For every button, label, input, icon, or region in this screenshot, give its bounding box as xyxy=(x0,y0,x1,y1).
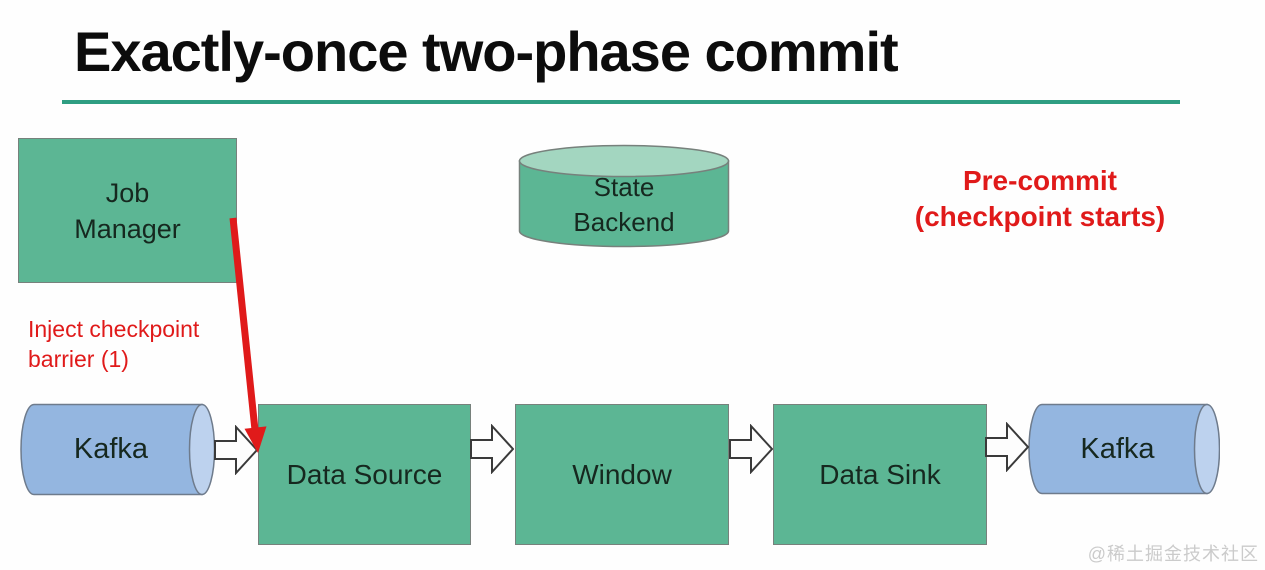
title-underline xyxy=(62,100,1180,104)
node-window: Window xyxy=(515,404,729,545)
job-manager-label-line2: Manager xyxy=(74,213,181,244)
data-source-label: Data Source xyxy=(286,458,443,490)
kafka-source-label: Kafka xyxy=(73,433,149,465)
page-title: Exactly-once two-phase commit xyxy=(74,20,899,83)
flow-arrow-source-to-window-icon xyxy=(470,424,514,474)
pre-commit-line2: (checkpoint starts) xyxy=(914,201,1166,232)
label-inject-barrier: Inject checkpoint barrier (1) xyxy=(28,314,199,374)
pre-commit-line1: Pre-commit xyxy=(962,165,1118,196)
state-backend-label-line2: Backend xyxy=(573,207,675,237)
job-manager-label-line1: Job xyxy=(105,177,150,208)
state-backend-label-line1: State xyxy=(593,172,655,202)
flow-arrow-window-to-sink-icon xyxy=(729,424,773,474)
node-state-backend: State Backend xyxy=(518,170,730,240)
node-job-manager: Job Manager xyxy=(18,138,237,283)
kafka-sink-label: Kafka xyxy=(1080,432,1155,465)
flow-arrow-kafka-to-source-icon xyxy=(214,425,258,475)
node-kafka-sink: Kafka xyxy=(1028,403,1207,495)
data-sink-label: Data Sink xyxy=(819,458,941,490)
inject-barrier-line1: Inject checkpoint xyxy=(28,316,200,342)
flow-arrow-sink-to-kafka-icon xyxy=(985,422,1029,472)
kafka-source-cylinder-icon xyxy=(20,403,216,496)
watermark: @稀土掘金技术社区 xyxy=(1087,544,1259,564)
node-kafka-source: Kafka xyxy=(20,403,202,496)
window-label: Window xyxy=(572,458,672,490)
node-data-source: Data Source xyxy=(258,404,471,545)
kafka-sink-cylinder-icon xyxy=(1028,403,1220,495)
label-pre-commit: Pre-commit (checkpoint starts) xyxy=(880,163,1200,235)
inject-barrier-line2: barrier (1) xyxy=(28,346,129,372)
node-data-sink: Data Sink xyxy=(773,404,987,545)
state-backend-cylinder-icon xyxy=(518,144,730,248)
